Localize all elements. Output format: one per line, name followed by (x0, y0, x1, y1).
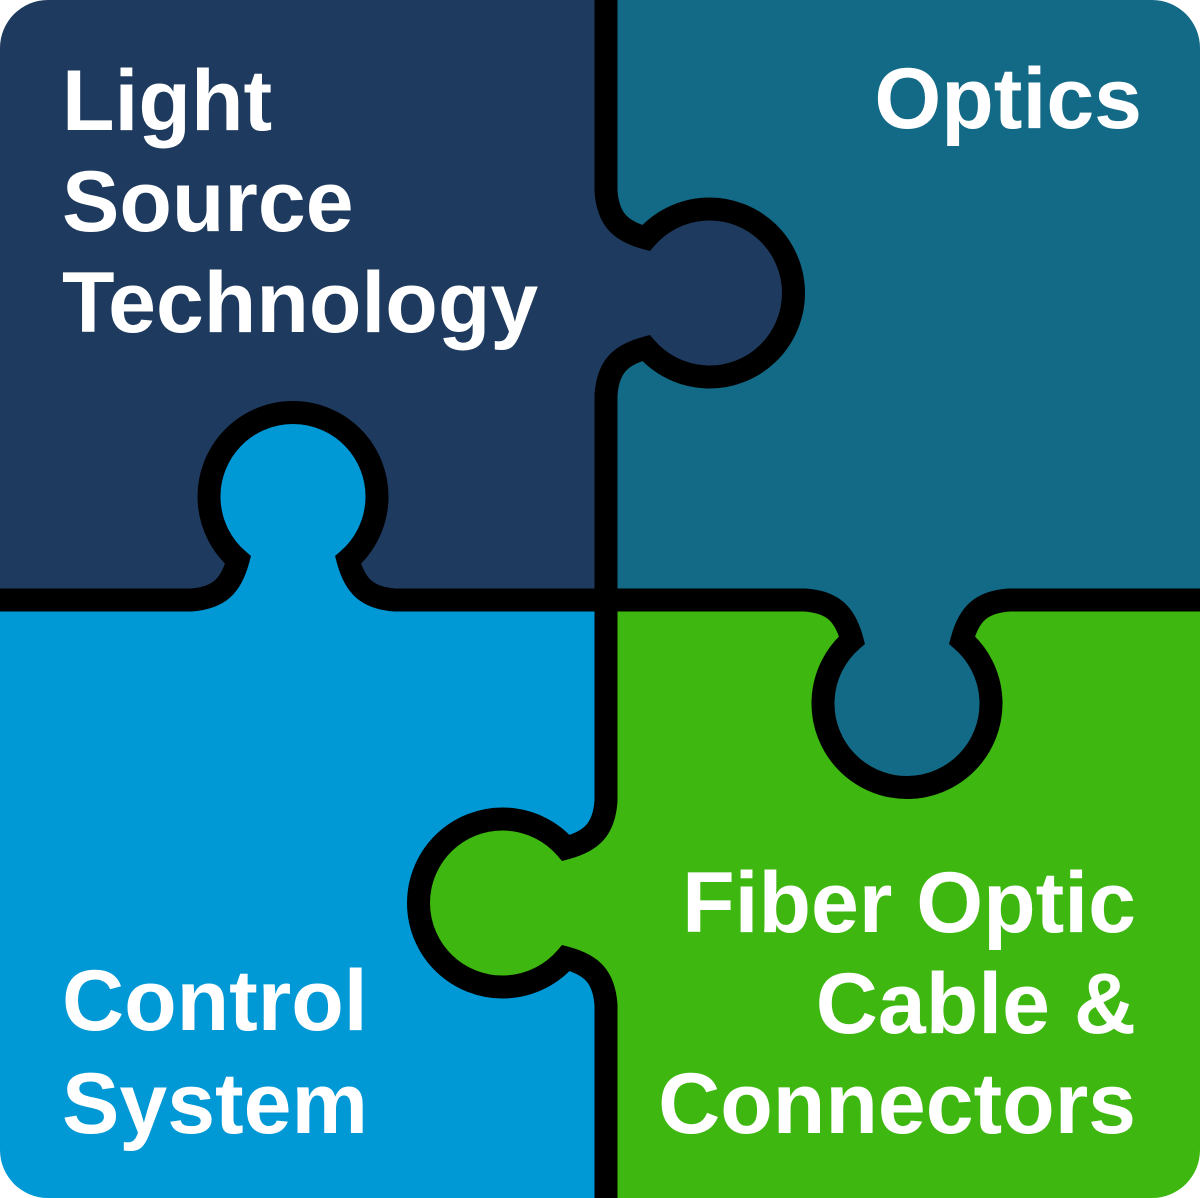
label-control-system-line2: System (62, 1056, 368, 1152)
puzzle-seam-horizontal (0, 401, 1200, 799)
label-light-source-technology: Light Source Technology (62, 53, 538, 351)
label-light-source-technology-line1: Light (62, 53, 272, 149)
piece-optics (606, 0, 1200, 600)
piece-control-system (0, 600, 606, 1198)
label-control-system: Control System (62, 953, 368, 1152)
label-control-system-line1: Control (62, 953, 368, 1049)
label-light-source-technology-line2: Source (62, 154, 354, 250)
label-fiber-optic-cable-connectors: Fiber Optic Cable & Connectors (658, 855, 1136, 1152)
label-light-source-technology-line3: Technology (62, 255, 538, 351)
label-optics: Optics (874, 51, 1142, 147)
piece-light-source-technology (0, 0, 606, 600)
label-fiber-optic-line1: Fiber Optic (682, 855, 1136, 951)
label-fiber-optic-line3: Connectors (658, 1056, 1136, 1152)
piece-fiber-optic-cable-connectors (606, 600, 1200, 1198)
label-optics-line1: Optics (874, 51, 1142, 147)
label-fiber-optic-line2: Cable & (816, 956, 1136, 1052)
